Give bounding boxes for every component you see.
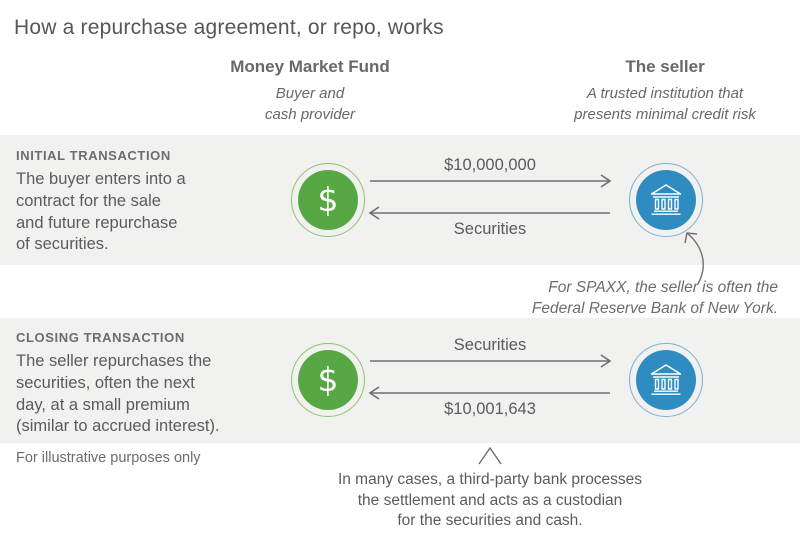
bank-icon: [650, 364, 682, 395]
bank-disc: [636, 170, 696, 230]
curved-arrow-icon: [684, 232, 704, 285]
page-title: How a repurchase agreement, or repo, wor…: [14, 16, 444, 39]
closing-transaction-heading: CLOSING TRANSACTION: [16, 330, 185, 345]
initial-transaction-heading: INITIAL TRANSACTION: [16, 148, 171, 163]
dollar-disc: $: [298, 350, 358, 410]
bank-disc: [636, 350, 696, 410]
closing-arrows: [368, 354, 612, 400]
column-header-seller: The seller: [625, 57, 705, 76]
caret-icon: [478, 446, 502, 465]
dollar-sign-glyph: $: [317, 179, 339, 219]
initial-cash-arrow-label: $10,000,000: [444, 156, 536, 174]
column-header-buyer: Money Market Fund: [230, 57, 390, 76]
dollar-circle-icon: $: [291, 163, 365, 237]
column-subtitle-buyer: Buyer and cash provider: [264, 85, 356, 124]
closing-securities-arrow-label: Securities: [453, 336, 527, 354]
dollar-disc: $: [298, 170, 358, 230]
closing-cash-arrow-label: $10,001,643: [444, 400, 536, 418]
dollar-circle-icon: $: [291, 343, 365, 417]
custodian-note: In many cases, a third-party bank proces…: [337, 471, 643, 530]
bank-icon: [650, 184, 682, 215]
initial-arrows: [368, 174, 612, 220]
disclaimer-note: For illustrative purposes only: [16, 450, 201, 466]
closing-transaction-description: The seller repurchases the securities, o…: [16, 352, 220, 436]
arrow-left-icon: [368, 206, 610, 220]
spaxx-note: For SPAXX, the seller is often the Feder…: [531, 279, 778, 318]
arrow-left-icon: [368, 386, 610, 400]
initial-transaction-description: The buyer enters into a contract for the…: [16, 170, 186, 254]
initial-securities-arrow-label: Securities: [453, 220, 527, 238]
bank-circle-icon: [629, 163, 703, 237]
dollar-sign-glyph: $: [317, 359, 339, 399]
arrow-right-icon: [370, 354, 612, 368]
bank-circle-icon: [629, 343, 703, 417]
arrow-right-icon: [370, 174, 612, 188]
column-subtitle-seller: A trusted institution that presents mini…: [574, 85, 756, 124]
